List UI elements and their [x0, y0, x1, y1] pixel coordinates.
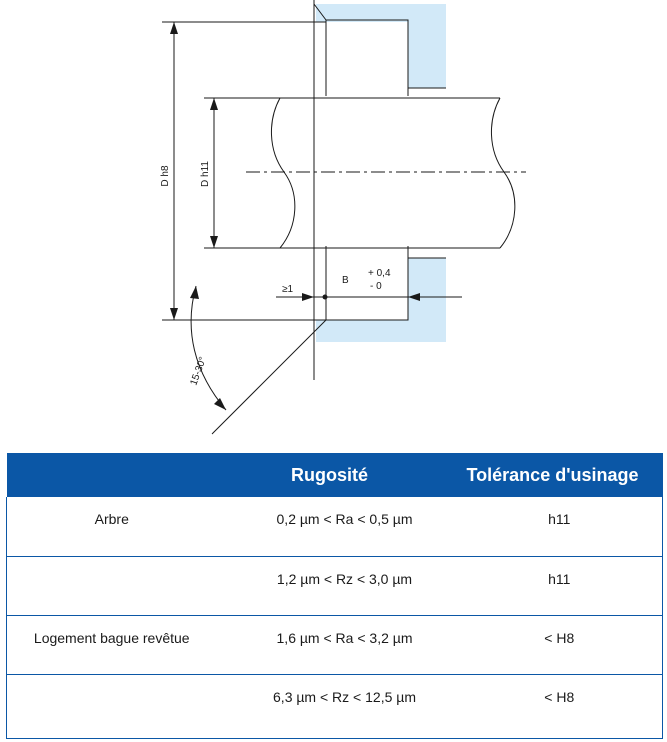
arrow-ge1-left [302, 293, 314, 301]
row-part [6, 674, 217, 739]
table-header-row: Rugosité Tolérance d'usinage [6, 453, 663, 497]
table-row: Logement bague revêtue 1,6 µm < Ra < 3,2… [6, 615, 663, 675]
row-roughness: 6,3 µm < Rz < 12,5 µm [216, 674, 443, 739]
row-tolerance: < H8 [442, 615, 663, 675]
arrow-angle-top [190, 286, 199, 299]
chamfer-top [313, 3, 327, 21]
bearing-fit-diagram: D h8 D h11 ≥1 B + 0,4 - 0 15-30° [160, 0, 526, 435]
row-tolerance: h11 [442, 497, 663, 557]
header-blank [6, 453, 217, 497]
label-tol-plus: + 0,4 [368, 268, 391, 279]
row-part: Logement bague revêtue [6, 615, 217, 675]
angle-arc [190, 285, 227, 411]
arrow-dh11-bottom [210, 236, 218, 248]
label-dh8: D h8 [160, 165, 171, 187]
bushing-top-notch [316, 22, 408, 92]
label-b: B [342, 275, 349, 286]
row-part: Arbre [6, 497, 217, 557]
arrow-dh11-top [210, 98, 218, 110]
bushing-top-outline [325, 19, 446, 96]
header-roughness: Rugosité [216, 453, 443, 497]
arrow-dh8-bottom [170, 308, 178, 320]
row-part [6, 556, 217, 616]
table-row: Arbre 0,2 µm < Ra < 0,5 µm h11 [6, 497, 663, 557]
label-dh11: D h11 [200, 161, 211, 187]
arrow-dh8-top [170, 22, 178, 34]
row-roughness: 0,2 µm < Ra < 0,5 µm [216, 497, 443, 557]
surface-spec-table: Rugosité Tolérance d'usinage Arbre 0,2 µ… [6, 453, 663, 739]
label-tol-minus: - 0 [370, 281, 382, 292]
table-row: 1,2 µm < Rz < 3,0 µm h11 [6, 556, 663, 616]
chamfer-bottom [211, 319, 327, 435]
shaft-outline [271, 97, 516, 249]
row-roughness: 1,2 µm < Rz < 3,0 µm [216, 556, 443, 616]
row-roughness: 1,6 µm < Ra < 3,2 µm [216, 615, 443, 675]
header-tolerance: Tolérance d'usinage [442, 453, 663, 497]
row-tolerance: < H8 [442, 674, 663, 739]
label-ge1: ≥1 [282, 284, 293, 295]
label-angle: 15-30° [188, 355, 208, 387]
dim-origin-dot [322, 294, 328, 300]
row-tolerance: h11 [442, 556, 663, 616]
arrow-angle-bottom [214, 398, 226, 410]
table-row: 6,3 µm < Rz < 12,5 µm < H8 [6, 674, 663, 739]
arrow-b-right [408, 293, 420, 301]
bushing-bottom-outline [325, 246, 446, 321]
bushing-bottom-notch [316, 246, 408, 320]
